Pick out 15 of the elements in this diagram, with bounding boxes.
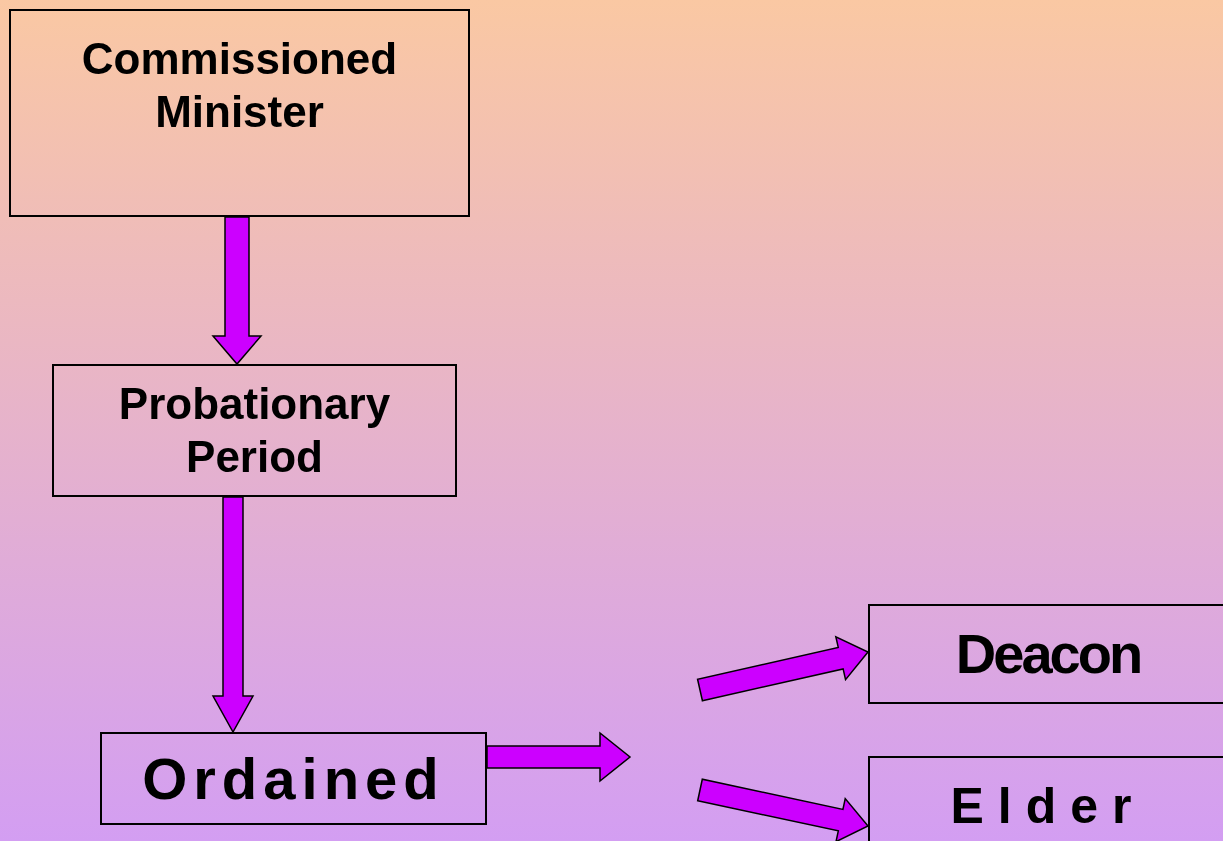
process-box bbox=[100, 732, 487, 825]
process-box bbox=[9, 9, 470, 217]
box-label: Elder bbox=[950, 777, 1146, 836]
process-box bbox=[868, 604, 1223, 704]
block-arrow bbox=[486, 731, 632, 783]
box-label: Ordained bbox=[142, 744, 445, 813]
block-arrow bbox=[696, 778, 870, 841]
box-label: Deacon bbox=[955, 621, 1141, 688]
block-arrow bbox=[696, 635, 870, 702]
box-label: Probationary Period bbox=[117, 377, 392, 483]
block-arrow bbox=[211, 216, 263, 366]
block-arrow bbox=[211, 496, 255, 734]
box-label: Commissioned Minister bbox=[80, 33, 399, 138]
process-box bbox=[52, 364, 457, 497]
process-box bbox=[868, 756, 1223, 841]
